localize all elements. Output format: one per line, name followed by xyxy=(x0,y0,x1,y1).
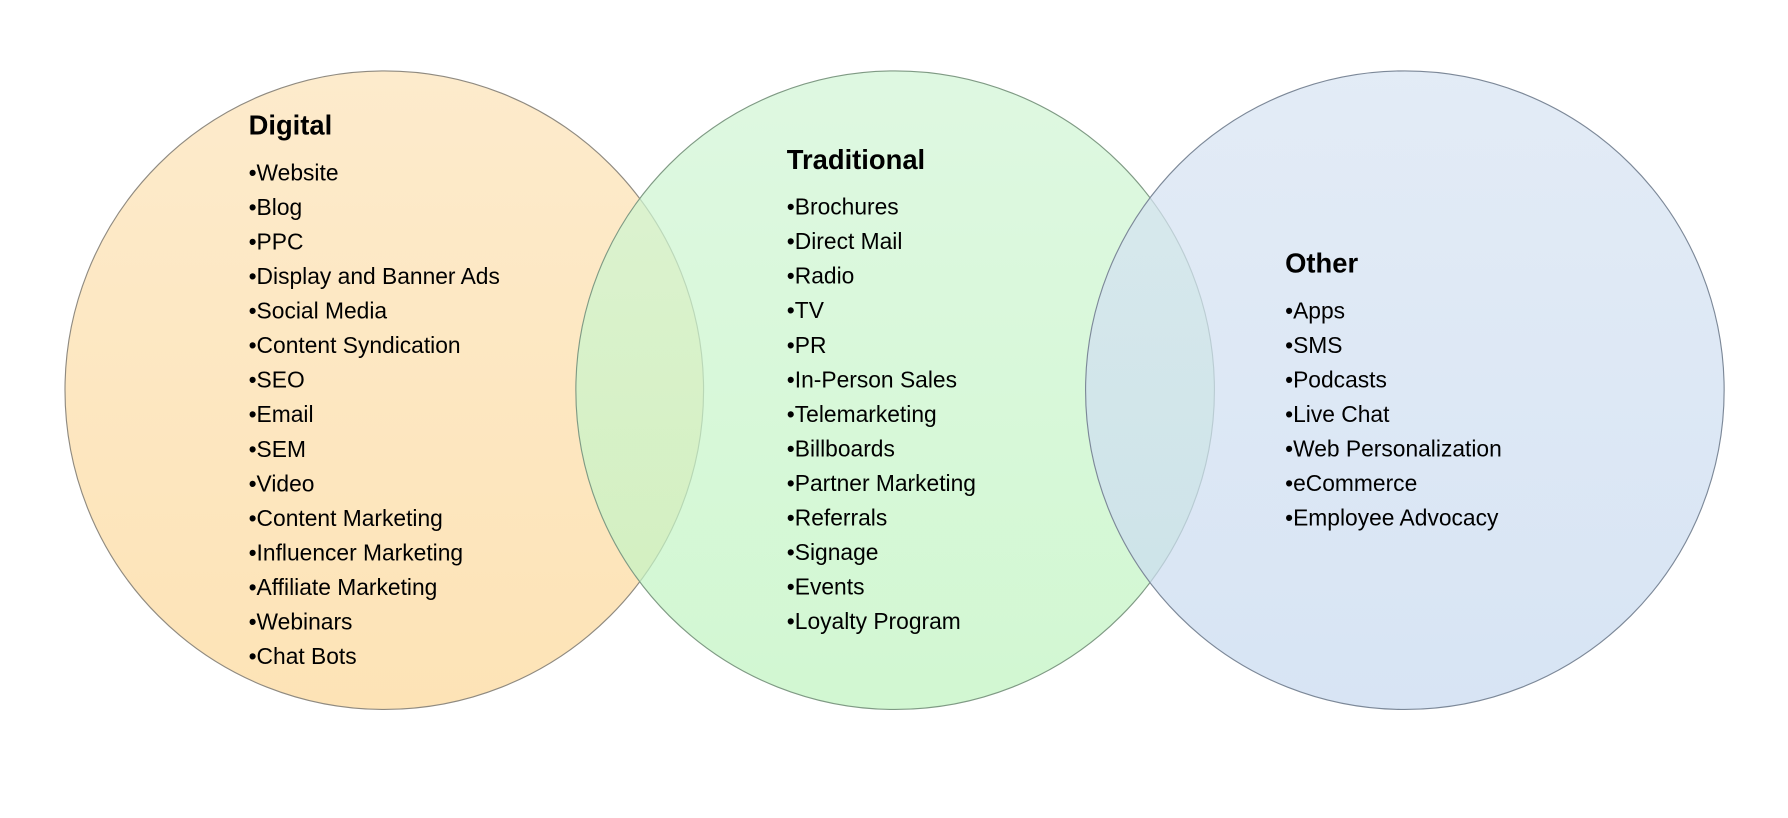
traditional-title: Traditional xyxy=(787,144,925,175)
digital-list-item: •Display and Banner Ads xyxy=(249,263,500,289)
traditional-list-item: •Referrals xyxy=(787,505,887,531)
traditional-list-item: •Events xyxy=(787,574,865,600)
other-list-item: •Web Personalization xyxy=(1285,436,1502,462)
digital-group: Digital •Website •Blog •PPC •Display and Ban… xyxy=(249,110,500,669)
digital-list-item: •Affiliate Marketing xyxy=(249,574,438,600)
digital-list-item: •Content Syndication xyxy=(249,332,461,358)
digital-list-item: •PPC xyxy=(249,228,304,254)
traditional-list-item: •Direct Mail xyxy=(787,228,903,254)
other-group: Other •Apps •SMS •Podcasts •Live Chat •Web Pe… xyxy=(1285,248,1502,531)
traditional-list-item: •Brochures xyxy=(787,194,899,220)
traditional-list-item: •PR xyxy=(787,332,827,358)
traditional-list-item: •Loyalty Program xyxy=(787,608,961,634)
digital-list-item: •Video xyxy=(249,470,315,496)
other-list-item: •eCommerce xyxy=(1285,470,1417,496)
digital-title: Digital xyxy=(249,110,333,141)
traditional-group: Traditional •Brochures •Direct Mail •Radio •… xyxy=(787,144,976,634)
other-list-item: •Apps xyxy=(1285,297,1345,323)
other-list-item: •Live Chat xyxy=(1285,401,1390,427)
traditional-list-item: •Partner Marketing xyxy=(787,470,976,496)
traditional-list-item: •Telemarketing xyxy=(787,401,937,427)
other-list-item: •Employee Advocacy xyxy=(1285,505,1499,531)
digital-list-item: •Website xyxy=(249,159,339,185)
digital-list-item: •Webinars xyxy=(249,609,353,635)
traditional-list-item: •TV xyxy=(787,297,825,323)
circle-other xyxy=(1085,70,1725,711)
other-title: Other xyxy=(1285,248,1358,279)
digital-list-item: •SEO xyxy=(249,367,305,393)
digital-list-item: •SEM xyxy=(249,436,306,462)
digital-list-item: •Blog xyxy=(249,194,303,220)
traditional-list-item: •Signage xyxy=(787,539,879,565)
digital-list-item: •Email xyxy=(249,401,314,427)
traditional-list-item: •In-Person Sales xyxy=(787,366,957,392)
digital-list-item: •Influencer Marketing xyxy=(249,539,464,565)
digital-list-item: •Social Media xyxy=(249,298,388,324)
traditional-list-item: •Radio xyxy=(787,263,855,289)
digital-list-item: •Chat Bots xyxy=(249,643,357,669)
digital-list-item: •Content Marketing xyxy=(249,505,443,531)
other-list-item: •SMS xyxy=(1285,332,1342,358)
traditional-list-item: •Billboards xyxy=(787,435,895,461)
other-list-item: •Podcasts xyxy=(1285,366,1387,392)
